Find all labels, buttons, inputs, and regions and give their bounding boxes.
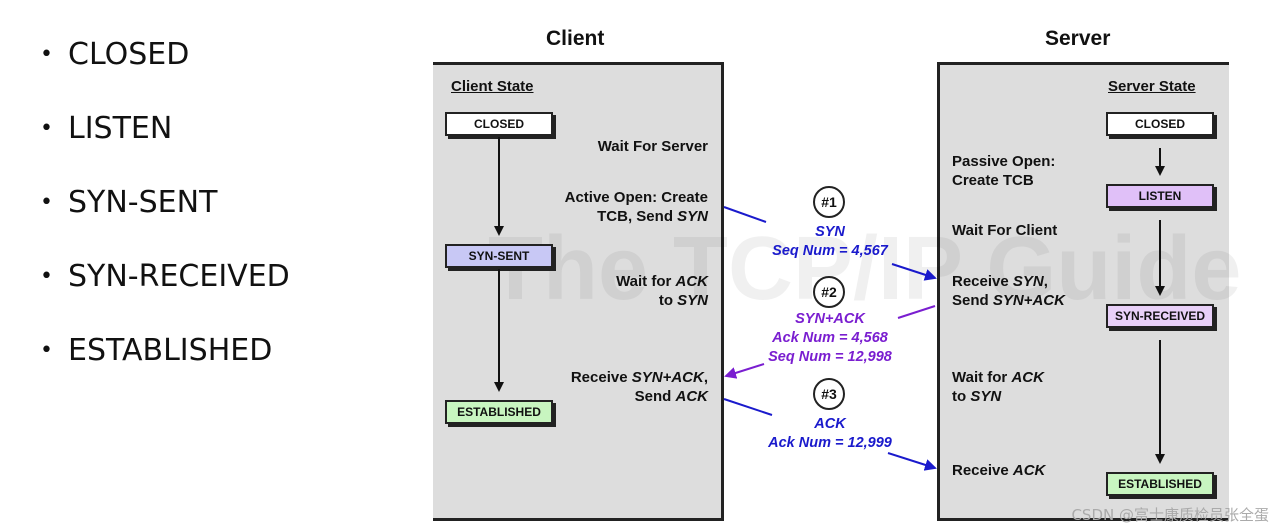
bullet-text: ESTABLISHED	[68, 333, 273, 368]
ack-line	[723, 398, 773, 416]
ack-arrow	[887, 452, 937, 471]
message-2-badge: #2	[813, 276, 845, 308]
bullet-dot: •	[40, 116, 53, 141]
server-state-syn-received: SYN-RECEIVED	[1106, 304, 1214, 328]
bullet-text: CLOSED	[68, 37, 190, 72]
message-3-badge: #3	[813, 378, 845, 410]
server-state-heading: Server State	[1108, 78, 1196, 95]
client-event-active-open: Active Open: Create TCB, Send SYN	[564, 189, 708, 225]
bullet-item: • ESTABLISHED	[40, 332, 272, 372]
message-1-badge: #1	[813, 186, 845, 218]
bullet-text: SYN-SENT	[68, 185, 218, 220]
server-state-established: ESTABLISHED	[1106, 472, 1214, 496]
server-title: Server	[1045, 27, 1111, 50]
bullet-dot: •	[40, 338, 53, 363]
syn-line	[723, 206, 767, 223]
server-event-wait-client: Wait For Client	[952, 222, 1058, 239]
synack-line	[897, 305, 936, 319]
bullet-text: SYN-RECEIVED	[68, 259, 290, 294]
bullet-dot: •	[40, 42, 53, 67]
client-state-established: ESTABLISHED	[445, 400, 553, 424]
synack-arrow	[724, 363, 765, 379]
message-3-label: ACK Ack Num = 12,999	[768, 416, 892, 451]
bullet-item: • SYN-SENT	[40, 184, 217, 224]
client-event-wait-server: Wait For Server	[597, 138, 708, 155]
server-state-listen: LISTEN	[1106, 184, 1214, 208]
client-event-wait-ack: Wait for ACK to SYN	[616, 273, 708, 309]
message-2-label: SYN+ACK Ack Num = 4,568 Seq Num = 12,998	[768, 311, 892, 365]
bullet-item: • LISTEN	[40, 110, 172, 150]
server-event-wait-ack: Wait for ACK to SYN	[952, 369, 1044, 405]
watermark: The TCP/IP Guide	[488, 219, 1242, 319]
client-state-syn-sent: SYN-SENT	[445, 244, 553, 268]
server-state-closed: CLOSED	[1106, 112, 1214, 136]
bullet-text: LISTEN	[68, 111, 173, 146]
client-event-receive-synack: Receive SYN+ACK, Send ACK	[570, 369, 708, 405]
server-event-receive-syn: Receive SYN, Send SYN+ACK	[952, 273, 1065, 309]
bullet-item: • CLOSED	[40, 36, 189, 76]
credit-text: CSDN @富士康质检员张全蛋	[1071, 506, 1269, 524]
client-panel	[433, 62, 724, 521]
client-title: Client	[546, 27, 605, 50]
client-state-closed: CLOSED	[445, 112, 553, 136]
syn-arrow	[891, 263, 937, 281]
bullet-dot: •	[40, 190, 53, 215]
bullet-item: • SYN-RECEIVED	[40, 258, 290, 298]
server-event-receive-ack: Receive ACK	[952, 462, 1046, 479]
bullet-dot: •	[40, 264, 53, 289]
server-panel	[937, 62, 1229, 521]
server-event-passive-open: Passive Open: Create TCB	[952, 153, 1056, 189]
message-1-label: SYN Seq Num = 4,567	[772, 224, 888, 259]
client-state-heading: Client State	[451, 78, 534, 95]
